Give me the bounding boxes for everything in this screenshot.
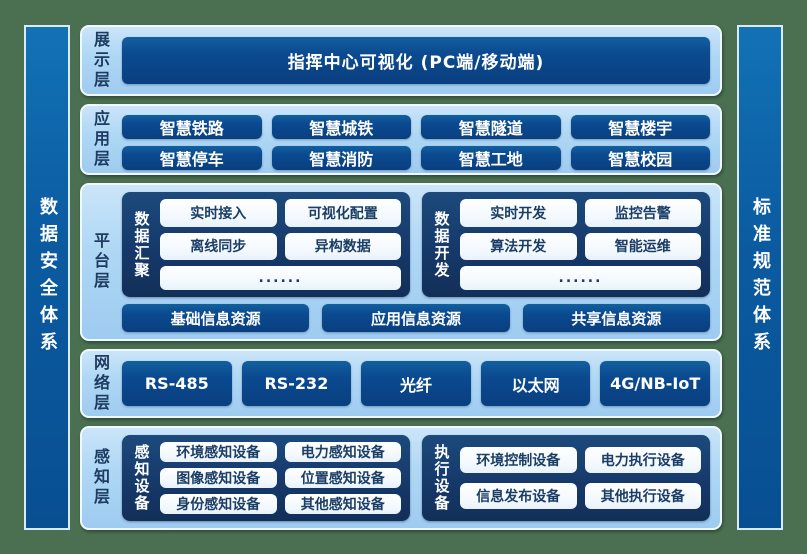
layer-display-label: 展示层 [91, 30, 110, 91]
group-execution-devices: 执行设备 环境控制设备 电力执行设备 信息发布设备 其他执行设备 [422, 435, 710, 521]
feature-node: 智能运维 [584, 232, 701, 261]
layer-display-content: 指挥中心可视化 (PC端/移动端) [118, 27, 720, 94]
feature-node: 异构数据 [284, 232, 401, 261]
app-node: 智慧工地 [421, 146, 561, 170]
group-data-development-grid: 实时开发 监控告警 算法开发 智能运维 ...... [460, 199, 701, 290]
device-node: 环境控制设备 [460, 446, 577, 473]
feature-node: 可视化配置 [284, 199, 401, 227]
layer-network: 网络层 RS-485 RS-232 光纤 以太网 4G/NB-IoT [80, 349, 722, 418]
network-node: 光纤 [361, 361, 471, 406]
feature-node: 离线同步 [160, 232, 277, 261]
sidebar-data-security: 数据安全体系 [24, 25, 70, 530]
feature-node: 算法开发 [460, 232, 577, 261]
group-execution-devices-label: 执行设备 [432, 444, 451, 512]
layer-application: 应用层 智慧铁路 智慧城铁 智慧隧道 智慧楼宇 智慧停车 智慧消防 智慧工地 智… [80, 104, 722, 175]
group-data-development-label: 数据开发 [432, 210, 451, 279]
command-center-node: 指挥中心可视化 (PC端/移动端) [122, 37, 710, 84]
app-node: 智慧隧道 [421, 115, 561, 139]
layer-display: 展示层 指挥中心可视化 (PC端/移动端) [80, 25, 722, 96]
feature-node: 实时开发 [460, 199, 577, 227]
group-perception-devices-grid: 环境感知设备 电力感知设备 图像感知设备 位置感知设备 身份感知设备 其他感知设… [160, 442, 401, 514]
group-data-aggregation: 数据汇聚 实时接入 可视化配置 离线同步 异构数据 ...... [122, 192, 410, 297]
layer-application-label: 应用层 [91, 109, 110, 170]
resource-node: 基础信息资源 [122, 304, 310, 332]
network-node: 以太网 [480, 361, 591, 406]
feature-node: 监控告警 [584, 199, 701, 227]
device-node: 位置感知设备 [284, 468, 401, 488]
app-node: 智慧城铁 [271, 115, 411, 139]
group-data-development: 数据开发 实时开发 监控告警 算法开发 智能运维 ...... [422, 192, 710, 297]
layer-perception: 感知层 感知设备 环境感知设备 电力感知设备 图像感知设备 位置感知设备 身份感… [80, 426, 722, 530]
layer-network-label: 网络层 [91, 353, 110, 414]
ellipsis-node: ...... [160, 266, 401, 290]
resource-node: 应用信息资源 [322, 304, 510, 332]
perception-groups-row: 感知设备 环境感知设备 电力感知设备 图像感知设备 位置感知设备 身份感知设备 … [122, 435, 710, 521]
feature-node: 实时接入 [160, 199, 277, 227]
app-node: 智慧消防 [271, 146, 411, 170]
ellipsis-node: ...... [460, 266, 701, 290]
layer-perception-label: 感知层 [91, 448, 110, 508]
resource-node: 共享信息资源 [522, 304, 710, 332]
group-perception-devices: 感知设备 环境感知设备 电力感知设备 图像感知设备 位置感知设备 身份感知设备 … [122, 435, 410, 521]
sidebar-standards-label: 标准规范体系 [750, 196, 771, 359]
sidebar-data-security-label: 数据安全体系 [37, 196, 58, 359]
layer-platform-label: 平台层 [91, 232, 110, 292]
device-node: 电力执行设备 [584, 446, 701, 473]
group-data-aggregation-label: 数据汇聚 [132, 210, 151, 279]
device-node: 其他执行设备 [584, 483, 701, 510]
layer-perception-content: 感知设备 环境感知设备 电力感知设备 图像感知设备 位置感知设备 身份感知设备 … [118, 428, 720, 528]
device-node: 图像感知设备 [160, 468, 277, 488]
application-node-grid: 智慧铁路 智慧城铁 智慧隧道 智慧楼宇 智慧停车 智慧消防 智慧工地 智慧校园 [118, 106, 720, 173]
group-execution-devices-grid: 环境控制设备 电力执行设备 信息发布设备 其他执行设备 [460, 442, 701, 514]
network-node: RS-232 [241, 361, 352, 406]
device-node: 身份感知设备 [160, 494, 277, 514]
group-perception-devices-label: 感知设备 [132, 444, 151, 512]
network-node-grid: RS-485 RS-232 光纤 以太网 4G/NB-IoT [118, 351, 720, 416]
device-node: 电力感知设备 [284, 442, 401, 462]
layer-platform: 平台层 数据汇聚 实时接入 可视化配置 离线同步 异构数据 ...... 数据开… [80, 183, 722, 341]
app-node: 智慧楼宇 [570, 115, 710, 139]
device-node: 环境感知设备 [160, 442, 277, 462]
network-node: 4G/NB-IoT [600, 361, 710, 406]
device-node: 其他感知设备 [284, 494, 401, 514]
device-node: 信息发布设备 [460, 483, 577, 510]
sidebar-standards: 标准规范体系 [737, 25, 783, 530]
platform-groups-row: 数据汇聚 实时接入 可视化配置 离线同步 异构数据 ...... 数据开发 实时… [122, 192, 710, 297]
app-node: 智慧停车 [122, 146, 262, 170]
platform-resources-row: 基础信息资源 应用信息资源 共享信息资源 [122, 304, 710, 332]
group-data-aggregation-grid: 实时接入 可视化配置 离线同步 异构数据 ...... [160, 199, 401, 290]
app-node: 智慧铁路 [122, 115, 262, 139]
network-node: RS-485 [122, 361, 232, 406]
layer-platform-content: 数据汇聚 实时接入 可视化配置 离线同步 异构数据 ...... 数据开发 实时… [118, 185, 720, 339]
app-node: 智慧校园 [570, 146, 710, 170]
